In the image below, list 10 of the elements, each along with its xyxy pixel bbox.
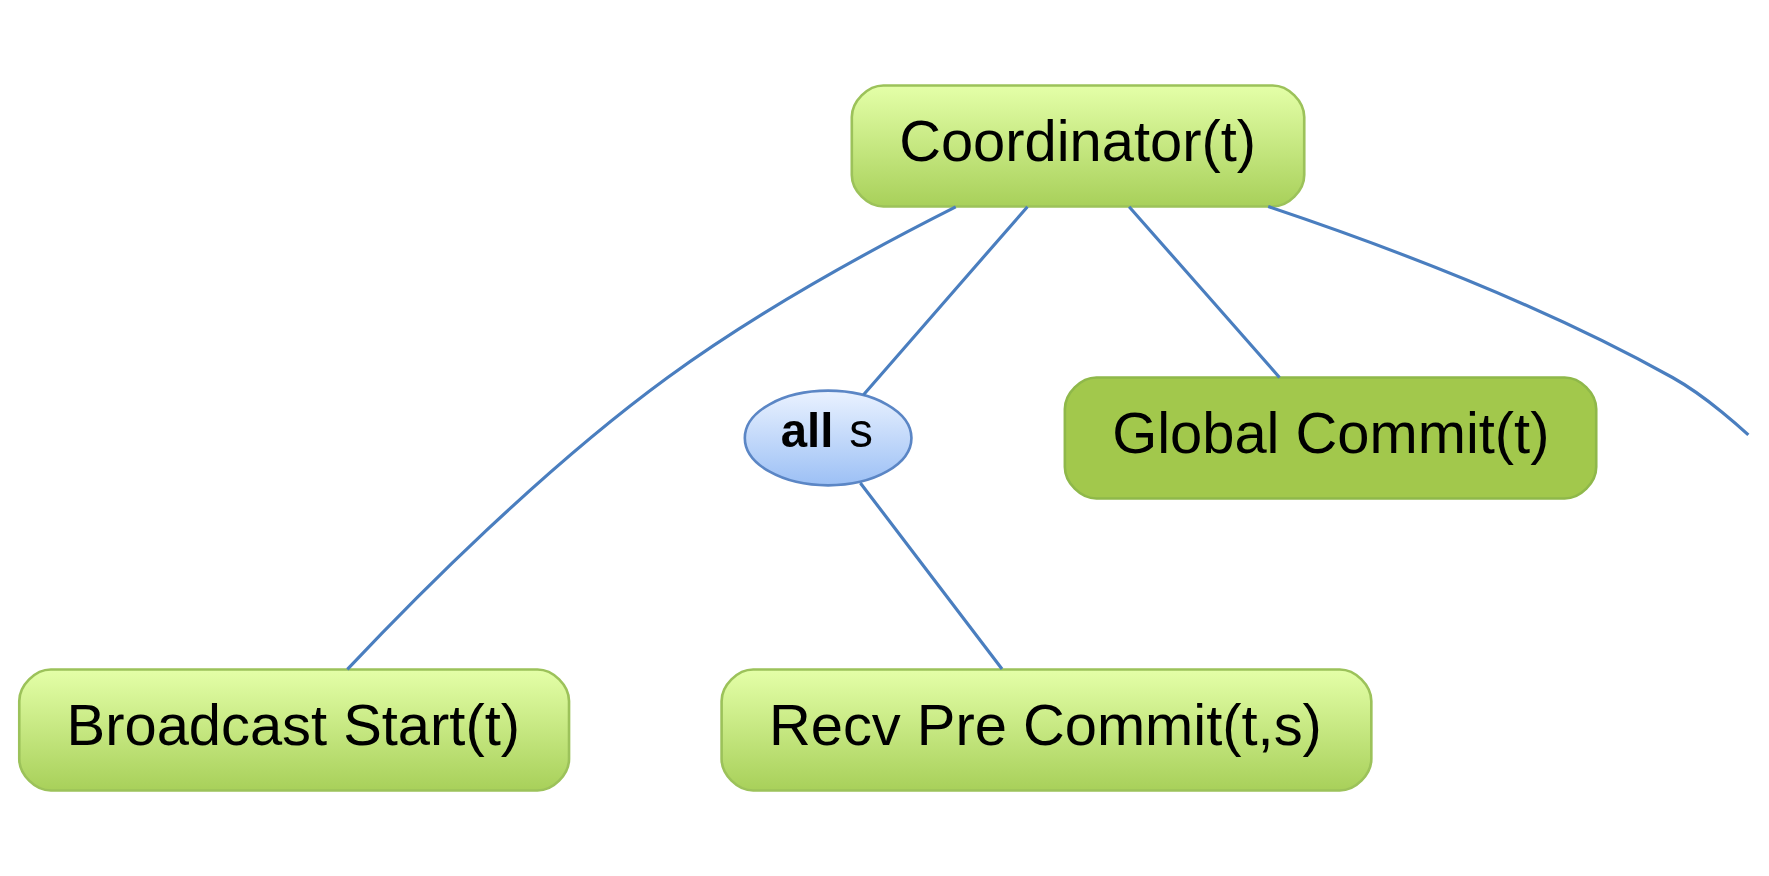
connector (859, 481, 1004, 670)
node-box: Recv Pre Commit(t,s) (720, 668, 1373, 792)
connector (862, 205, 1029, 397)
node-ellipse: all s (743, 389, 913, 487)
connector (1127, 205, 1281, 379)
node-box: Coordinator(t) (850, 84, 1306, 208)
connector (346, 205, 957, 671)
node-box: Broadcast Start(t) (17, 668, 571, 792)
connector (1267, 205, 1750, 437)
node-box: Global Commit(t) (1063, 376, 1598, 500)
